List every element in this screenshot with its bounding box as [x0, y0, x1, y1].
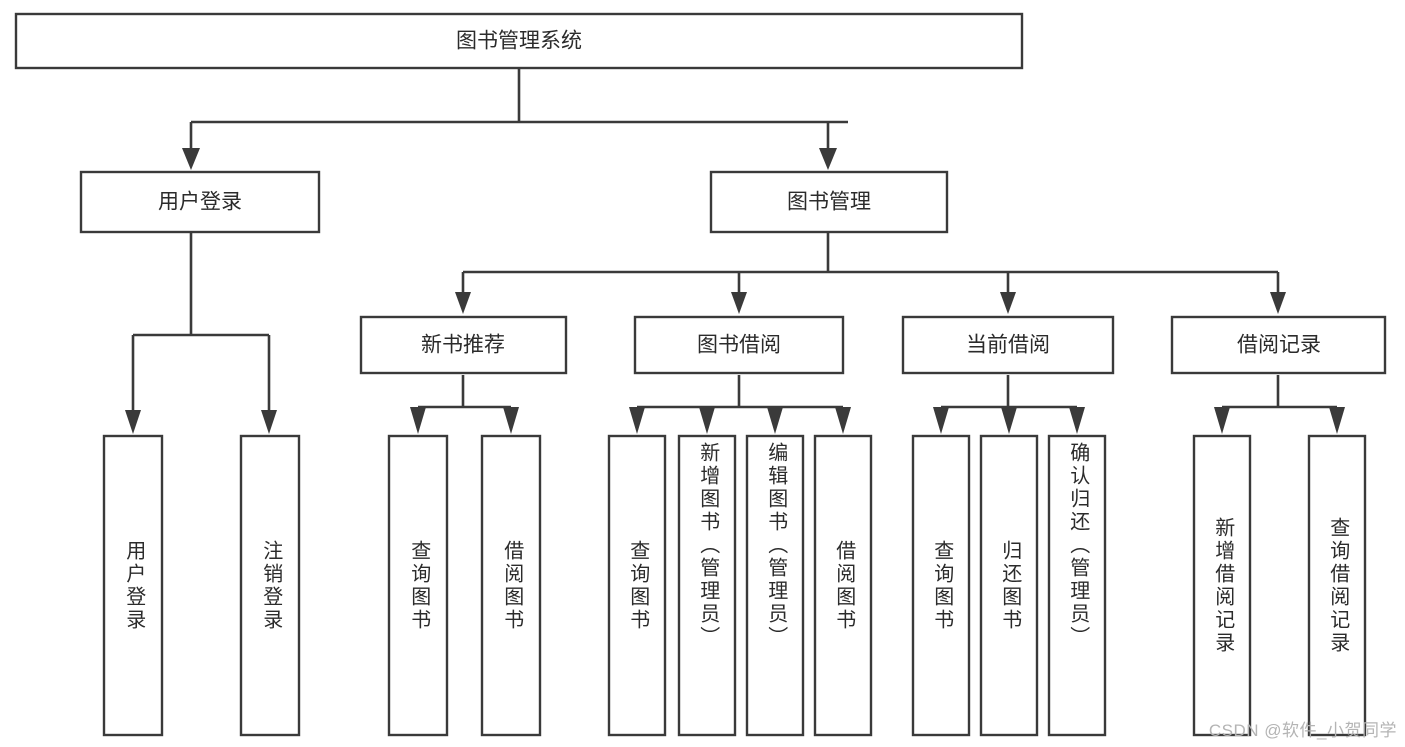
node-borrow-record-label: 借阅记录 — [1237, 334, 1321, 357]
node-book-borrow-label: 图书借阅 — [697, 334, 781, 357]
connector-borrowrecord-to-leaves — [1214, 375, 1345, 434]
node-user-login-label: 用户登录 — [158, 191, 242, 214]
csdn-watermark: CSDN @软件_小贺同学 — [1208, 721, 1397, 740]
leaf-box-current-borrow-1[interactable] — [979, 434, 1039, 737]
node-new-book-recommend-label: 新书推荐 — [421, 334, 505, 357]
leaf-box-current-borrow-0[interactable] — [911, 434, 971, 737]
node-new-book-recommend[interactable]: 新书推荐 — [359, 315, 568, 375]
node-root[interactable]: 图书管理系统 — [14, 12, 1024, 70]
node-root-label: 图书管理系统 — [456, 30, 582, 53]
node-user-login[interactable]: 用户登录 — [79, 170, 321, 234]
leaf-box-book-borrow-3[interactable] — [813, 434, 873, 737]
node-borrow-record[interactable]: 借阅记录 — [1170, 315, 1387, 375]
leaf-box-current-borrow-2[interactable] — [1047, 434, 1107, 737]
connector-userlogin-to-leaves — [125, 233, 277, 434]
connector-root-to-level2 — [182, 68, 848, 170]
node-book-management[interactable]: 图书管理 — [709, 170, 949, 234]
leaf-box-borrow-record-0[interactable] — [1192, 434, 1252, 737]
node-book-borrow[interactable]: 图书借阅 — [633, 315, 845, 375]
node-current-borrow[interactable]: 当前借阅 — [901, 315, 1115, 375]
connector-bookmgmt-to-level3 — [455, 233, 1286, 314]
node-current-borrow-label: 当前借阅 — [966, 334, 1050, 357]
leaf-box-book-borrow-2[interactable] — [745, 434, 805, 737]
leaf-box-new-book-1[interactable] — [480, 434, 542, 737]
leaf-box-book-borrow-1[interactable] — [677, 434, 737, 737]
leaf-box-book-borrow-0[interactable] — [607, 434, 667, 737]
leaf-box-borrow-record-1[interactable] — [1307, 434, 1367, 737]
connector-newbook-to-leaves — [410, 375, 519, 434]
leaf-box-user-login-1[interactable] — [239, 434, 301, 737]
connector-currentborrow-to-leaves — [933, 375, 1085, 434]
connector-bookborrow-to-leaves — [629, 375, 851, 434]
leaf-box-user-login-0[interactable] — [102, 434, 164, 737]
leaf-box-new-book-0[interactable] — [387, 434, 449, 737]
node-book-management-label: 图书管理 — [787, 191, 871, 214]
